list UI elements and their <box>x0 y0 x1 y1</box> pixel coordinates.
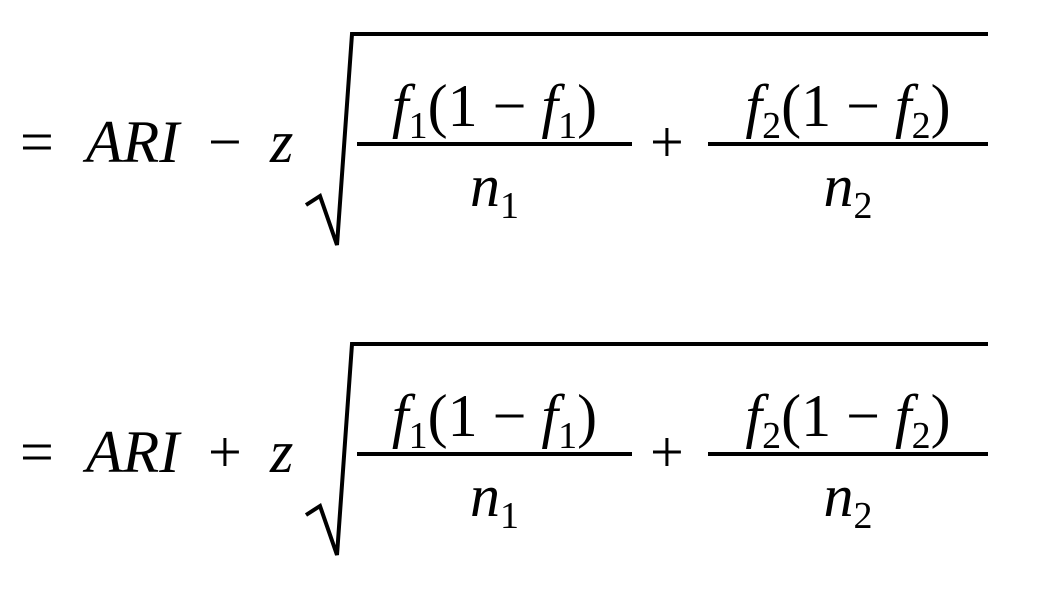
fraction-bar-1 <box>357 452 632 456</box>
z-score: z <box>270 109 294 175</box>
operator: + <box>208 419 242 485</box>
numerator-1: f1(1 − f1) <box>391 73 598 147</box>
fraction-bar-1 <box>357 142 632 146</box>
equals-sign: = <box>20 419 54 485</box>
numerator-2: f2(1 − f2) <box>745 73 951 147</box>
equation: = ARI + z f1(1 − f1) n1 + f2(1 − f2) n2 <box>0 310 1038 590</box>
denominator-1: n1 <box>470 463 519 537</box>
z-score: z <box>270 419 294 485</box>
ari-term: ARI <box>86 419 180 485</box>
denominator-2: n2 <box>823 463 873 537</box>
equation: = ARI − z f1(1 − f1) n1 + f2(1 − f2) n2 <box>0 0 1038 280</box>
sqrt-radical-icon <box>304 32 988 246</box>
fraction-bar-2 <box>708 142 988 146</box>
denominator-2: n2 <box>823 153 873 227</box>
operator: − <box>208 109 242 175</box>
numerator-1: f1(1 − f1) <box>391 383 598 457</box>
fraction-bar-2 <box>708 452 988 456</box>
plus-sign: + <box>650 419 684 485</box>
ari-term: ARI <box>86 109 180 175</box>
numerator-2: f2(1 − f2) <box>745 383 951 457</box>
equals-sign: = <box>20 109 54 175</box>
denominator-1: n1 <box>470 153 519 227</box>
plus-sign: + <box>650 109 684 175</box>
sqrt-radical-icon <box>304 342 988 556</box>
